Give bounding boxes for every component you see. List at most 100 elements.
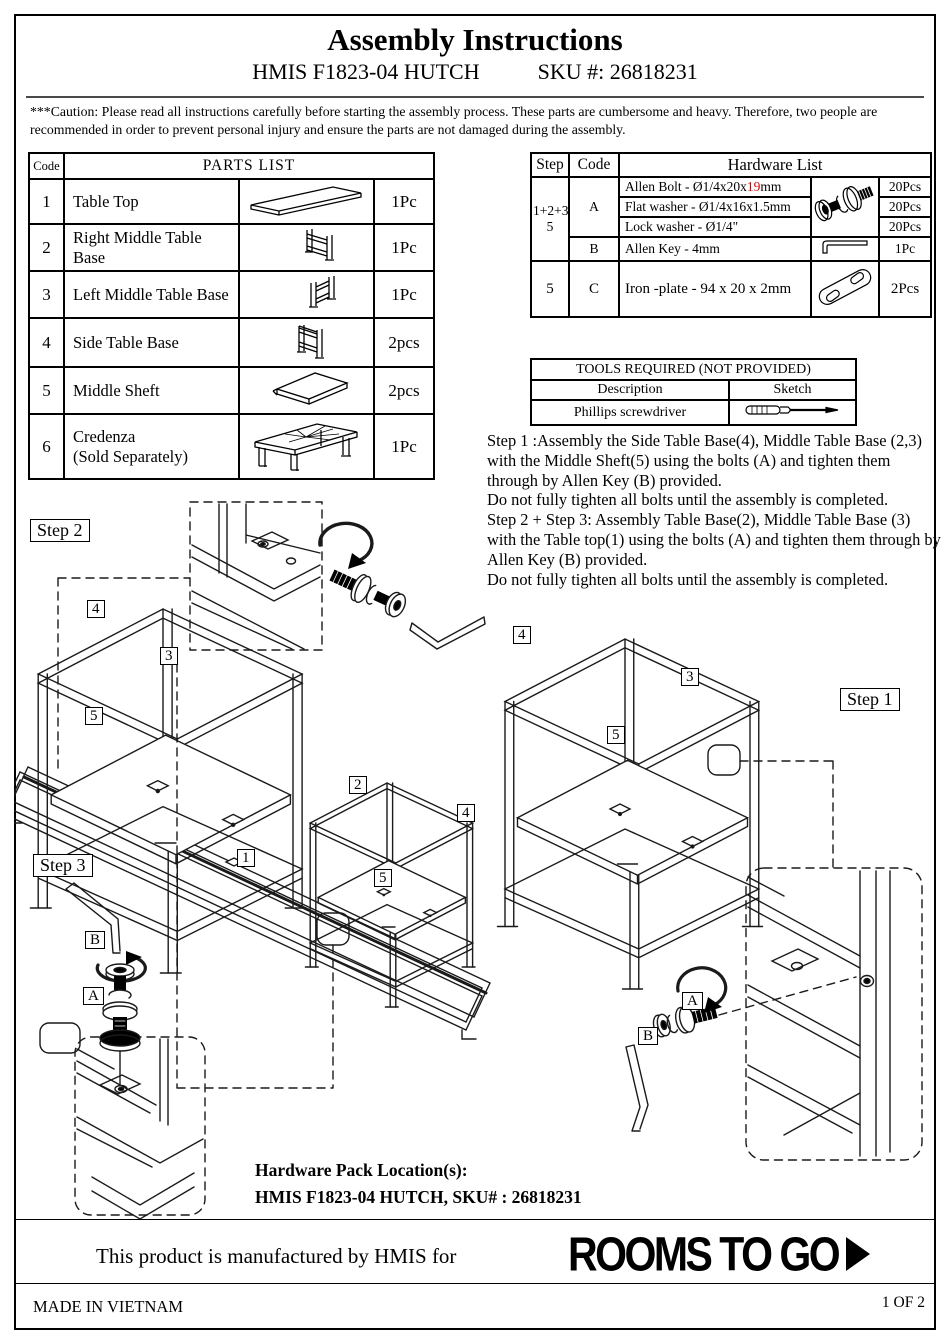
- hw-code-a: A: [568, 176, 620, 238]
- right-middle-base-sketch: [238, 223, 375, 272]
- part-code: 1: [28, 178, 65, 225]
- left-middle-base-sketch: [238, 270, 375, 319]
- callout-a: A: [83, 987, 104, 1005]
- hw-step-header: Step: [530, 152, 570, 178]
- hardware-pack-line1: Hardware Pack Location(s):: [255, 1160, 468, 1180]
- part-qty: 1Pc: [372, 413, 436, 480]
- callout-3: 3: [681, 668, 699, 686]
- part-code: 2: [28, 223, 65, 272]
- made-in-text: MADE IN VIETNAM: [33, 1297, 184, 1316]
- footer-divider-top: [14, 1219, 934, 1220]
- instruction-note2: Do not fully tighten all bolts until the…: [487, 569, 889, 589]
- assembly-instructions-text: Step 1 :Assembly the Side Table Base(4),…: [487, 431, 941, 589]
- tools-title: TOOLS REQUIRED (NOT PROVIDED): [529, 358, 858, 381]
- table-row: 1+2+3 5 A Allen Bolt - Ø1/4x20x19mm: [530, 176, 933, 262]
- middle-shelf-sketch: [238, 366, 375, 415]
- hw-step-cell: 1+2+3 5: [530, 176, 570, 262]
- page-border: [14, 14, 936, 1330]
- allen-key-sketch: [810, 236, 880, 262]
- callout-5: 5: [607, 726, 625, 744]
- hardware-pack-line2: HMIS F1823-04 HUTCH, SKU# : 26818231: [255, 1187, 582, 1207]
- table-row: 2 Right Middle Table Base 1Pc: [28, 223, 436, 272]
- instruction-step1: Step 1 :Assembly the Side Table Base(4),…: [487, 431, 923, 490]
- part-name: Middle Sheft: [63, 366, 240, 415]
- bolt-assembly-drawing: [320, 523, 485, 649]
- hw-code-c: C: [568, 260, 620, 318]
- hw-item-qty: 2Pcs: [877, 260, 933, 318]
- product-name: HMIS F1823-04 HUTCH: [252, 59, 480, 84]
- step3-label: Step 3: [33, 854, 93, 877]
- table-row: 6 Credenza (Sold Separately) 1Pc: [28, 413, 436, 480]
- part-name: Left Middle Table Base: [63, 270, 240, 319]
- side-base-sketch: [238, 317, 375, 368]
- table-row: 3 Left Middle Table Base 1Pc: [28, 270, 436, 319]
- callout-a: A: [682, 992, 703, 1010]
- part-qty: 1Pc: [372, 270, 436, 319]
- callout-3: 3: [160, 647, 178, 665]
- page-title: Assembly Instructions: [327, 22, 623, 57]
- credenza-sketch: [238, 413, 375, 480]
- tool-name: Phillips screwdriver: [530, 399, 730, 426]
- hardware-list-table: Step Code Hardware List 1+2+3 5 A Allen …: [530, 152, 933, 318]
- part-code: 6: [28, 413, 65, 480]
- header-divider: [26, 96, 924, 98]
- hw-item-qty: 1Pc: [877, 236, 933, 262]
- part-name: Side Table Base: [63, 317, 240, 368]
- caution-text: ***Caution: Please read all instructions…: [30, 104, 878, 137]
- callout-5: 5: [374, 869, 392, 887]
- manufactured-text: This product is manufactured by HMIS for: [96, 1244, 457, 1268]
- logo-triangle-icon: [846, 1237, 871, 1271]
- right-assembly-drawing: [496, 638, 764, 990]
- table-row: 5 Middle Sheft 2pcs: [28, 366, 436, 415]
- part-qty: 2pcs: [372, 366, 436, 415]
- hw-item-qty: 20Pcs: [877, 196, 933, 218]
- table-row: 5 C Iron -plate - 94 x 20 x 2mm 2Pcs: [530, 260, 933, 318]
- table-top-sketch: [238, 178, 375, 225]
- iron-plate-sketch: [810, 260, 880, 318]
- product-subtitle: HMIS F1823-04 HUTCH SKU #: 26818231: [14, 59, 936, 85]
- hw-item-name: Iron -plate - 94 x 20 x 2mm: [618, 260, 812, 318]
- part-code: 5: [28, 366, 65, 415]
- top-detail-drawing: [192, 504, 320, 649]
- callout-b: B: [85, 931, 106, 949]
- bottom-left-detail-drawing: [77, 1039, 203, 1219]
- part-name: Table Top: [63, 178, 240, 225]
- rooms-to-go-logo: ROOMS TO GO: [568, 1226, 913, 1281]
- table-row: 1 Table Top 1Pc: [28, 178, 436, 225]
- part-code: 3: [28, 270, 65, 319]
- instruction-note1: Do not fully tighten all bolts until the…: [487, 490, 889, 510]
- hw-code-header: Code: [568, 152, 620, 178]
- step1-label: Step 1: [840, 688, 900, 711]
- tools-sketch-header: Sketch: [727, 379, 858, 401]
- step3-hardware-drawing: [66, 883, 145, 1051]
- allen-bolt-sketch: [810, 176, 880, 238]
- step2-label: Step 2: [30, 519, 90, 542]
- hw-item-name: Allen Bolt - Ø1/4x20x19mm: [618, 176, 812, 198]
- step1-hardware-drawing: [626, 968, 726, 1131]
- table-row: Lock washer - Ø1/4" 20Pcs: [531, 216, 933, 238]
- zoom-marker: [708, 745, 740, 775]
- table-row: Phillips screwdriver: [530, 399, 858, 426]
- screwdriver-sketch: [727, 399, 858, 426]
- callout-4: 4: [513, 626, 531, 644]
- allen-key-drawing: [410, 617, 485, 649]
- hw-step-c: 5: [530, 260, 570, 318]
- hw-item-name: Flat washer - Ø1/4x16x1.5mm: [618, 196, 812, 218]
- part-qty: 1Pc: [372, 223, 436, 272]
- logo-text: ROOMS TO GO: [568, 1226, 841, 1281]
- table-row: 4 Side Table Base 2pcs: [28, 317, 436, 368]
- footer-divider-bottom: [14, 1283, 934, 1284]
- assembly-diagram: [14, 425, 936, 1240]
- page-number: 1 OF 2: [881, 1294, 925, 1311]
- hw-item-name: Allen Key - 4mm: [618, 236, 812, 262]
- parts-code-header: Code: [28, 152, 65, 180]
- instruction-step23: Step 2 + Step 3: Assembly Table Base(2),…: [487, 510, 941, 569]
- hardware-pack-location: Hardware Pack Location(s): HMIS F1823-04…: [255, 1157, 582, 1211]
- part-name: Right Middle Table Base: [63, 223, 240, 272]
- part-code: 4: [28, 317, 65, 368]
- callout-4: 4: [87, 600, 105, 618]
- part-name: Credenza (Sold Separately): [63, 413, 240, 480]
- callout-4: 4: [457, 804, 475, 822]
- sku-number: SKU #: 26818231: [537, 59, 698, 84]
- tools-description-header: Description: [530, 379, 730, 401]
